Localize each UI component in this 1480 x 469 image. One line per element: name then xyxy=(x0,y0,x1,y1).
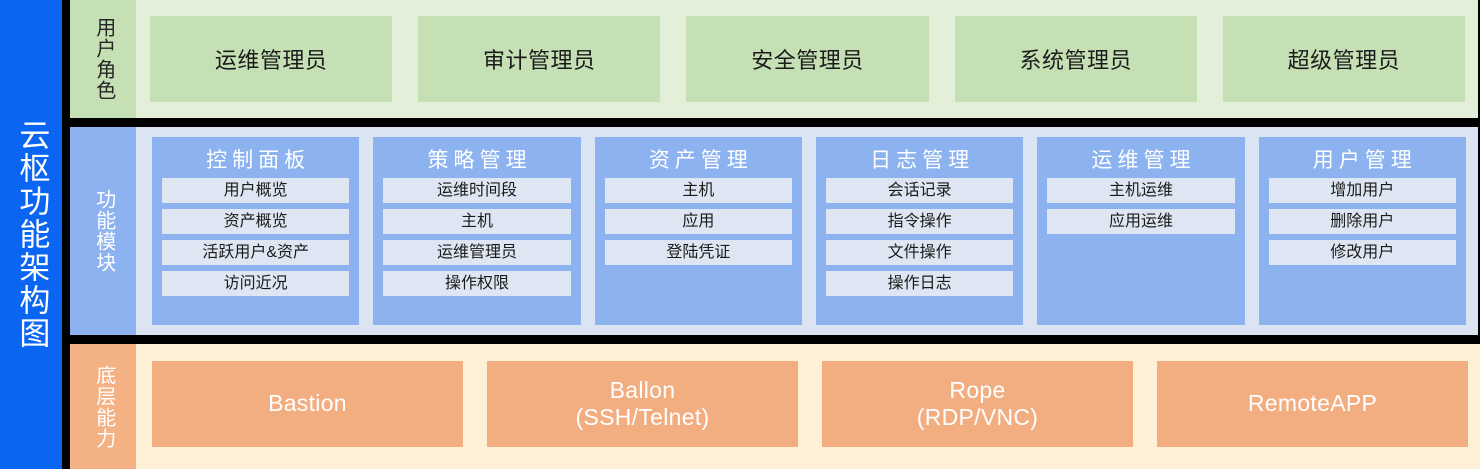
module-item[interactable]: 应用 xyxy=(604,209,792,234)
layer-function-modules: 功能模块 控制面板 用户概览 资产概览 活跃用户&资产 访问近况 策略管理 运维… xyxy=(70,127,1478,335)
module-item[interactable]: 资产概览 xyxy=(162,209,350,234)
base-capability-card[interactable]: Ballon(SSH/Telnet) xyxy=(487,361,798,447)
module-card-control-panel[interactable]: 控制面板 用户概览 资产概览 活跃用户&资产 访问近况 xyxy=(152,137,360,325)
module-title: 用户管理 xyxy=(1312,149,1417,172)
layer-label-text: 功能模块 xyxy=(92,189,115,273)
module-item[interactable]: 用户概览 xyxy=(162,178,350,203)
module-card-user-management[interactable]: 用户管理 增加用户 删除用户 修改用户 xyxy=(1258,137,1466,325)
module-item-list: 主机运维 应用运维 xyxy=(1047,178,1235,234)
user-role-card[interactable]: 运维管理员 xyxy=(150,16,393,102)
module-item[interactable]: 会话记录 xyxy=(825,178,1014,203)
diagram-title-bar: 云枢功能架构图 xyxy=(0,0,62,469)
module-item[interactable]: 运维时间段 xyxy=(383,178,571,203)
module-card-asset-management[interactable]: 资产管理 主机 应用 登陆凭证 xyxy=(594,137,802,325)
user-role-card[interactable]: 审计管理员 xyxy=(418,16,661,102)
module-item[interactable]: 增加用户 xyxy=(1268,178,1456,203)
module-card-list: 控制面板 用户概览 资产概览 活跃用户&资产 访问近况 策略管理 运维时间段 主… xyxy=(136,127,1478,335)
module-card-log-management[interactable]: 日志管理 会话记录 指令操作 文件操作 操作日志 xyxy=(815,137,1024,325)
module-item[interactable]: 文件操作 xyxy=(825,240,1014,265)
module-item[interactable]: 主机 xyxy=(383,209,571,234)
module-item[interactable]: 指令操作 xyxy=(825,209,1014,234)
module-item[interactable]: 删除用户 xyxy=(1268,209,1456,234)
module-title: 控制面板 xyxy=(206,149,311,172)
base-capability-card[interactable]: RemoteAPP xyxy=(1157,361,1468,447)
module-item-list: 用户概览 资产概览 活跃用户&资产 访问近况 xyxy=(162,178,350,296)
module-item[interactable]: 登陆凭证 xyxy=(604,240,792,265)
layer-label-text: 用户角色 xyxy=(92,17,115,101)
module-item[interactable]: 应用运维 xyxy=(1047,209,1235,234)
user-role-card-list: 运维管理员 审计管理员 安全管理员 系统管理员 超级管理员 xyxy=(136,0,1478,118)
module-title: 运维管理 xyxy=(1091,149,1196,172)
module-title: 策略管理 xyxy=(427,149,532,172)
module-item[interactable]: 修改用户 xyxy=(1268,240,1456,265)
module-item[interactable]: 活跃用户&资产 xyxy=(162,240,350,265)
module-item-list: 增加用户 删除用户 修改用户 xyxy=(1268,178,1456,265)
module-item-list: 运维时间段 主机 运维管理员 操作权限 xyxy=(383,178,571,296)
layer-label-function-modules: 功能模块 xyxy=(70,127,136,335)
module-item-list: 主机 应用 登陆凭证 xyxy=(604,178,792,265)
base-capability-card[interactable]: Rope(RDP/VNC) xyxy=(822,361,1133,447)
module-item[interactable]: 运维管理员 xyxy=(383,240,571,265)
user-role-card[interactable]: 系统管理员 xyxy=(954,16,1197,102)
base-capability-card-list: Bastion Ballon(SSH/Telnet) Rope(RDP/VNC)… xyxy=(136,344,1480,469)
diagram-title: 云枢功能架构图 xyxy=(14,119,50,350)
module-title: 日志管理 xyxy=(870,149,975,172)
module-card-policy-management[interactable]: 策略管理 运维时间段 主机 运维管理员 操作权限 xyxy=(373,137,581,325)
module-item[interactable]: 主机 xyxy=(604,178,792,203)
module-item[interactable]: 操作权限 xyxy=(383,271,571,296)
module-item[interactable]: 访问近况 xyxy=(162,271,350,296)
module-title: 资产管理 xyxy=(648,149,753,172)
module-item-list: 会话记录 指令操作 文件操作 操作日志 xyxy=(825,178,1014,296)
layer-base-capability: 底层能力 Bastion Ballon(SSH/Telnet) Rope(RDP… xyxy=(70,344,1480,469)
layer-label-text: 底层能力 xyxy=(92,364,115,449)
module-item[interactable]: 操作日志 xyxy=(825,271,1014,296)
user-role-card[interactable]: 超级管理员 xyxy=(1222,16,1466,102)
user-role-card[interactable]: 安全管理员 xyxy=(686,16,929,102)
base-capability-card[interactable]: Bastion xyxy=(152,361,463,447)
layer-user-roles: 用户角色 运维管理员 审计管理员 安全管理员 系统管理员 超级管理员 xyxy=(70,0,1478,118)
module-item[interactable]: 主机运维 xyxy=(1047,178,1235,203)
module-card-ops-management[interactable]: 运维管理 主机运维 应用运维 xyxy=(1037,137,1245,325)
layer-label-base-capability: 底层能力 xyxy=(70,344,136,469)
layer-label-user-roles: 用户角色 xyxy=(70,0,136,118)
